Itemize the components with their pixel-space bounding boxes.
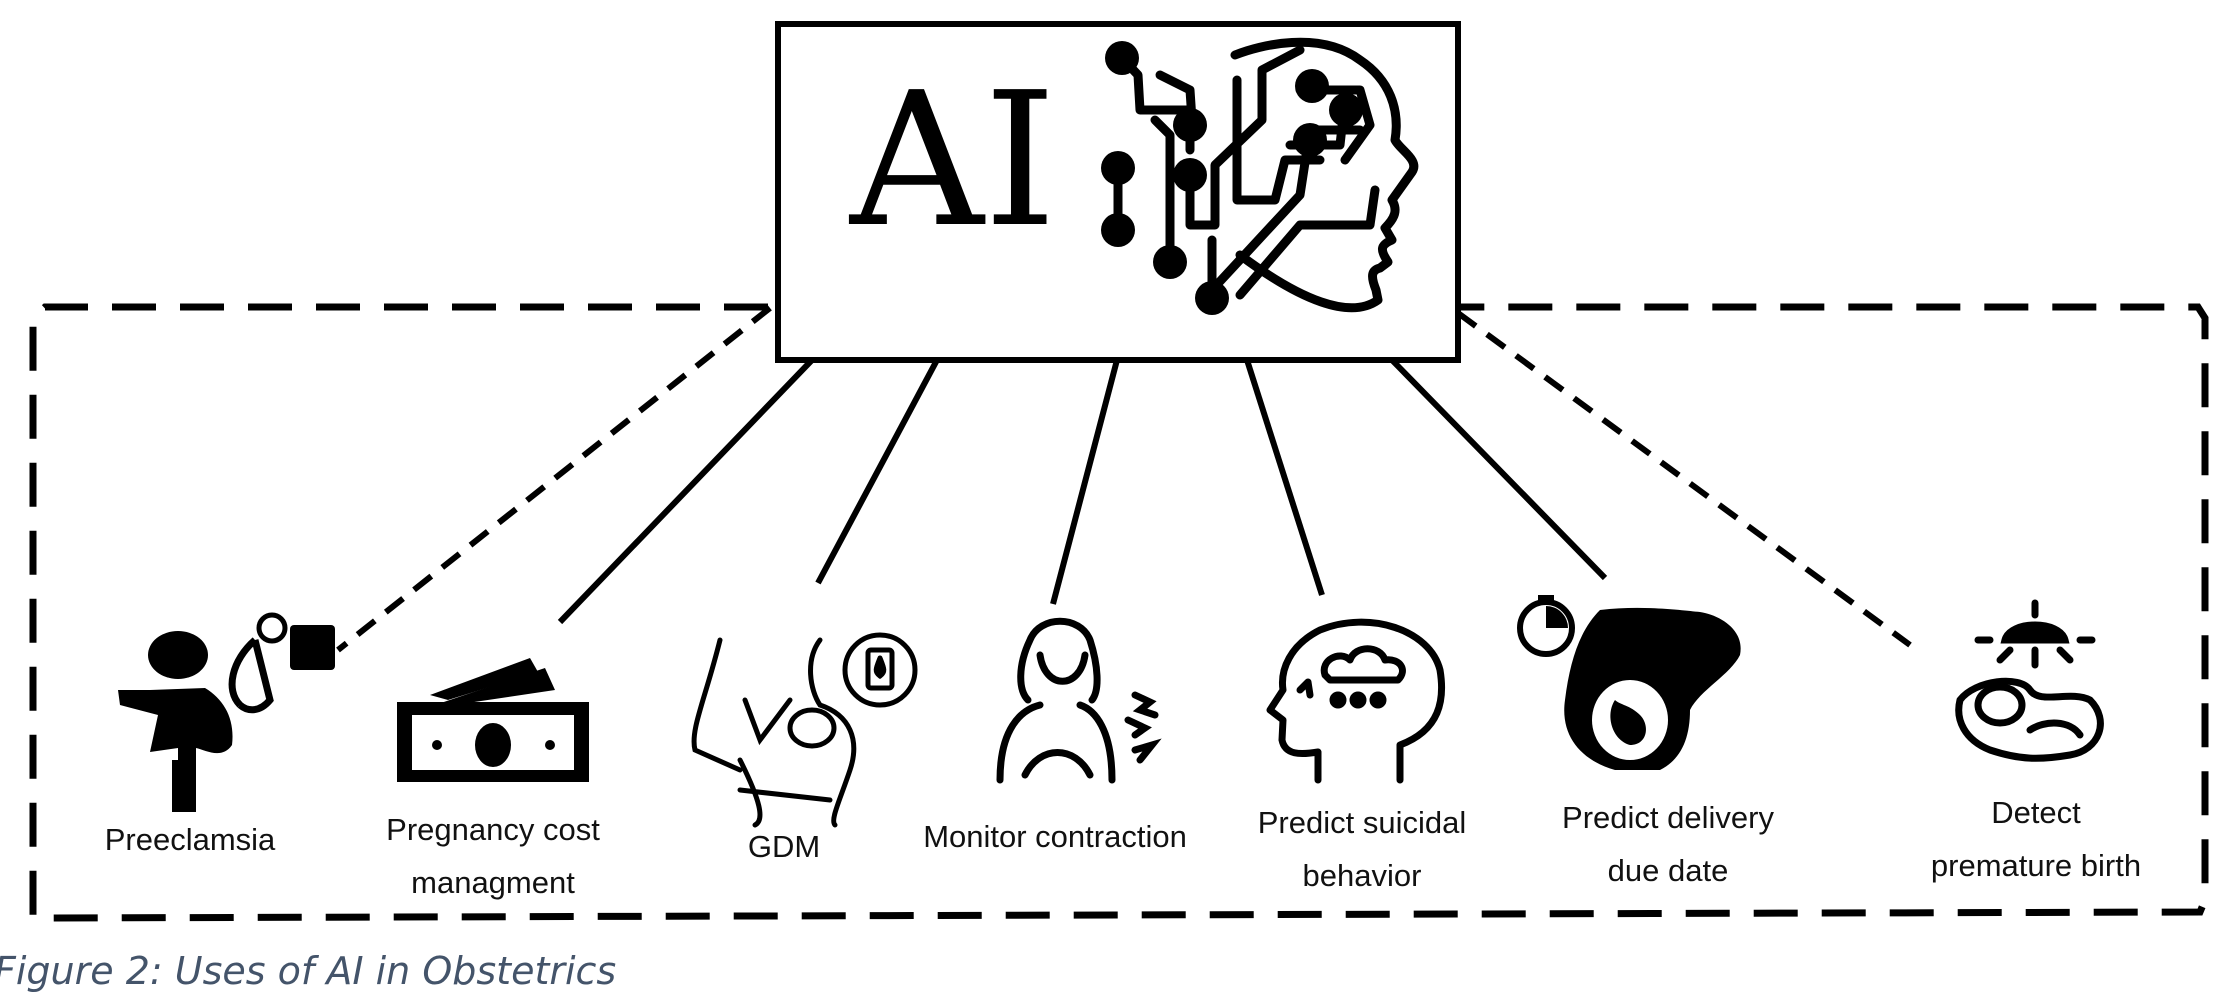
woman-contraction-icon [996, 617, 1162, 784]
label-cost-line2: managment [411, 865, 575, 900]
head-storm-cloud-icon [1266, 618, 1446, 784]
label-contraction: Monitor contraction [923, 819, 1187, 854]
label-preeclamsia: Preeclamsia [105, 822, 276, 857]
money-stack-icon [397, 658, 589, 782]
label-premature-line2: premature birth [1931, 848, 2141, 883]
label-cost-line1: Pregnancy cost [386, 812, 600, 847]
pregnant-glucose-meter-icon [691, 632, 918, 828]
item-labels: Preeclamsia Pregnancy cost managment GDM… [105, 795, 2141, 900]
dashed-frame [29, 303, 2209, 922]
connector-contraction [1050, 359, 1120, 605]
pregnant-woman-blood-pressure-icon [118, 612, 335, 812]
connector-gdm [815, 358, 940, 585]
label-premature-line1: Detect [1991, 795, 2081, 830]
connector-cost [557, 357, 815, 625]
figure-caption: Figure 2: Uses of AI in Obstetrics [0, 949, 617, 993]
baby-under-lamp-icon [1955, 599, 2104, 762]
circuit-node-dots [1101, 41, 1363, 315]
connector-suicidal [1244, 359, 1325, 596]
label-delivery-line2: due date [1608, 853, 1729, 888]
connector-premature [1456, 310, 1912, 648]
connector-lines [336, 305, 1912, 653]
label-gdm: GDM [748, 829, 820, 864]
label-delivery-line1: Predict delivery [1562, 800, 1774, 835]
label-suicidal-line2: behavior [1303, 858, 1422, 893]
label-suicidal-line1: Predict suicidal [1258, 805, 1466, 840]
connector-preeclamsia [336, 305, 772, 653]
connector-delivery [1389, 357, 1608, 581]
pregnant-belly-stopwatch-icon [1517, 595, 1741, 770]
ai-hub-label: AI [850, 52, 1057, 268]
